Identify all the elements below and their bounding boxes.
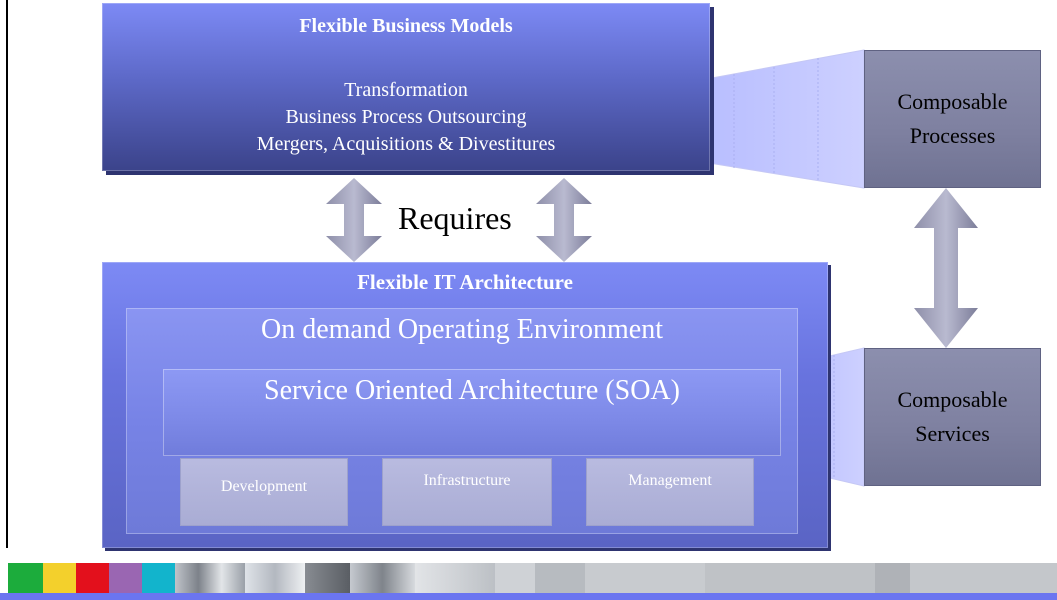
footer-bar [0,593,1057,600]
strip-photo [245,563,305,593]
composable-processes-box: Composable Processes [864,50,1041,188]
strip-photo [705,563,875,593]
development-label: Development [220,478,308,495]
strip-purple [109,563,142,593]
it-architecture-title: Flexible IT Architecture [357,270,573,294]
strip-photo [415,563,495,593]
business-model-item: Mergers, Acquisitions & Divestitures [256,133,556,155]
strip-yellow [43,563,76,593]
soa-title: Service Oriented Architecture (SOA) [264,375,680,406]
composable-services-box: Composable Services [864,348,1041,486]
strip-photo [585,563,705,593]
process-funnel [689,49,865,189]
strip-photo [495,563,535,593]
strip-red [76,563,109,593]
strip-photo [910,563,1057,593]
infrastructure-box: Infrastructure [382,458,552,526]
footer-image-strip [0,563,1057,600]
double-arrow-left-icon [326,178,382,262]
composable-processes-line1: Composable [897,89,1008,114]
double-arrow-right-icon [536,178,592,262]
management-label: Management [628,472,712,489]
composable-services-line2: Services [915,421,990,446]
strip-photo [875,563,910,593]
strip-photo [175,563,245,593]
requires-label: Requires [398,200,512,236]
strip-photo [350,563,415,593]
strip-cyan [142,563,175,593]
strip-photo [305,563,350,593]
business-model-item: Business Process Outsourcing [285,106,527,128]
operating-environment-box: On demand Operating Environment Service … [126,308,798,534]
soa-box: Service Oriented Architecture (SOA) [163,369,781,456]
operating-environment-title: On demand Operating Environment [260,314,663,345]
business-model-item: Transformation [344,79,468,101]
development-box: Development [180,458,348,526]
business-models-list: Transformation Business Process Outsourc… [102,77,710,158]
infrastructure-label: Infrastructure [423,472,511,489]
it-architecture-box: Flexible IT Architecture On demand Opera… [102,262,828,548]
strip-green [8,563,43,593]
management-box: Management [586,458,754,526]
double-arrow-vertical-icon [914,188,978,348]
strip-photo [535,563,585,593]
composable-services-line1: Composable [897,387,1008,412]
business-models-title: Flexible Business Models [299,15,513,37]
business-models-box: Flexible Business Models Transformation … [102,3,710,171]
composable-processes-line2: Processes [909,123,996,148]
left-border-line [6,0,8,548]
